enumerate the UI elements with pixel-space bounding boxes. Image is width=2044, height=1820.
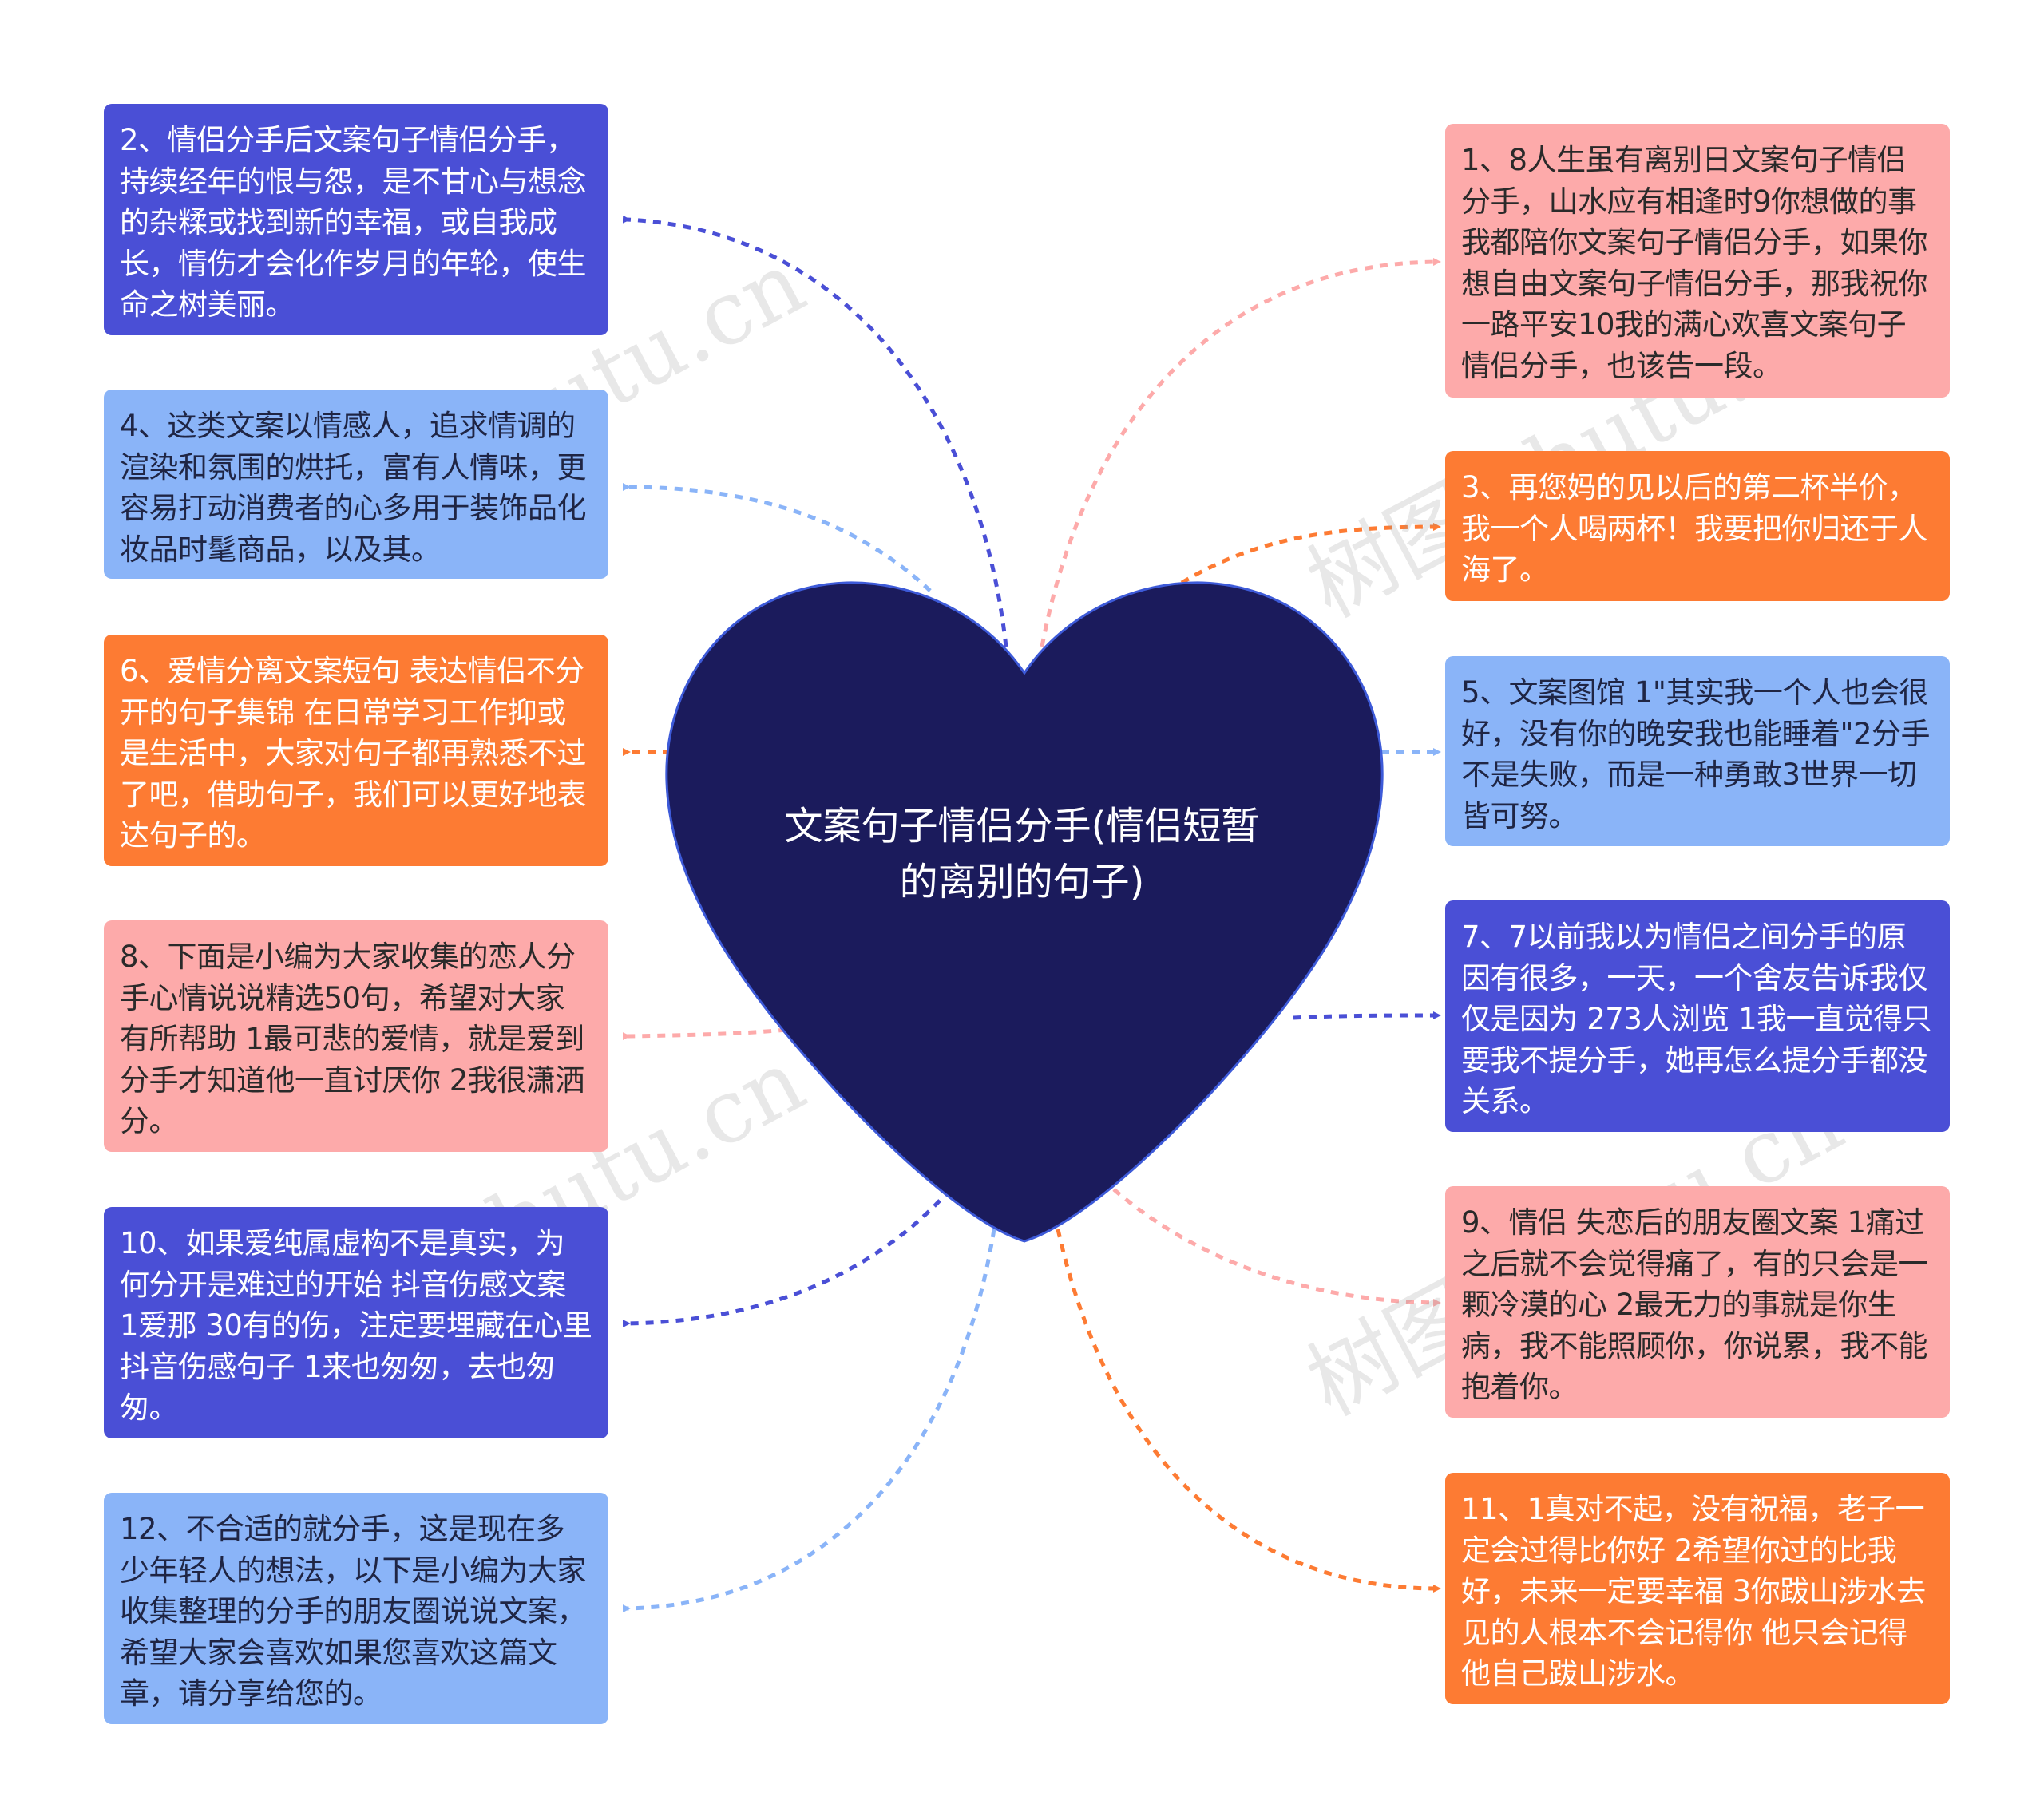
node-12[interactable]: 12、不合适的就分手，这是现在多少年轻人的想法，以下是小编为大家收集整理的分手的… xyxy=(104,1493,608,1724)
node-11[interactable]: 11、1真对不起，没有祝福，老子一定会过得比你好 2希望你过的比我好，未来一定要… xyxy=(1445,1473,1950,1704)
node-7[interactable]: 7、7以前我以为情侣之间分手的原因有很多，一天，一个舍友告诉我仅仅是因为 273… xyxy=(1445,900,1950,1132)
connector-1 xyxy=(1040,258,1441,647)
connector-7 xyxy=(1293,1011,1441,1020)
connector-11 xyxy=(1056,1228,1441,1592)
connector-2 xyxy=(622,215,1008,647)
node-6[interactable]: 6、爱情分离文案短句 表达情侣不分开的句子集锦 在日常学习工作抑或是生活中，大家… xyxy=(104,635,608,866)
node-1[interactable]: 1、8人生虽有离别日文案句子情侣分手，山水应有相逢时9你想做的事我都陪你文案句子… xyxy=(1445,124,1950,398)
node-8[interactable]: 8、下面是小编为大家收集的恋人分手心情说说精选50句，希望对大家有所帮助 1最可… xyxy=(104,920,608,1152)
node-9[interactable]: 9、情侣 失恋后的朋友圈文案 1痛过之后就不会觉得痛了，有的只会是一颗冷漠的心 … xyxy=(1445,1186,1950,1418)
connector-10 xyxy=(622,1188,952,1328)
connector-3 xyxy=(1180,523,1441,585)
node-10[interactable]: 10、如果爱纯属虚构不是真实，为何分开是难过的开始 抖音伤感文案 1爱那 30有… xyxy=(104,1207,608,1438)
node-5[interactable]: 5、文案图馆 1"其实我一个人也会很好，没有你的晚安我也能睡着"2分手不是失败，… xyxy=(1445,656,1950,846)
node-2[interactable]: 2、情侣分手后文案句子情侣分手，持续经年的恨与怨，是不甘心与想念的杂糅或找到新的… xyxy=(104,104,608,335)
connector-4 xyxy=(622,482,932,592)
connector-9 xyxy=(1112,1188,1441,1307)
node-3[interactable]: 3、再您妈的见以后的第二杯半价，我一个人喝两杯！我要把你归还于人海了。 xyxy=(1445,451,1950,601)
center-title[interactable]: 文案句子情侣分手(情侣短暂的离别的句子) xyxy=(784,804,1260,904)
connector-12 xyxy=(622,1228,996,1613)
node-4[interactable]: 4、这类文案以情感人，追求情调的渲染和氛围的烘托，富有人情味，更容易打动消费者的… xyxy=(104,390,608,579)
connector-8 xyxy=(622,1027,787,1041)
center-heart[interactable] xyxy=(665,581,1384,1243)
